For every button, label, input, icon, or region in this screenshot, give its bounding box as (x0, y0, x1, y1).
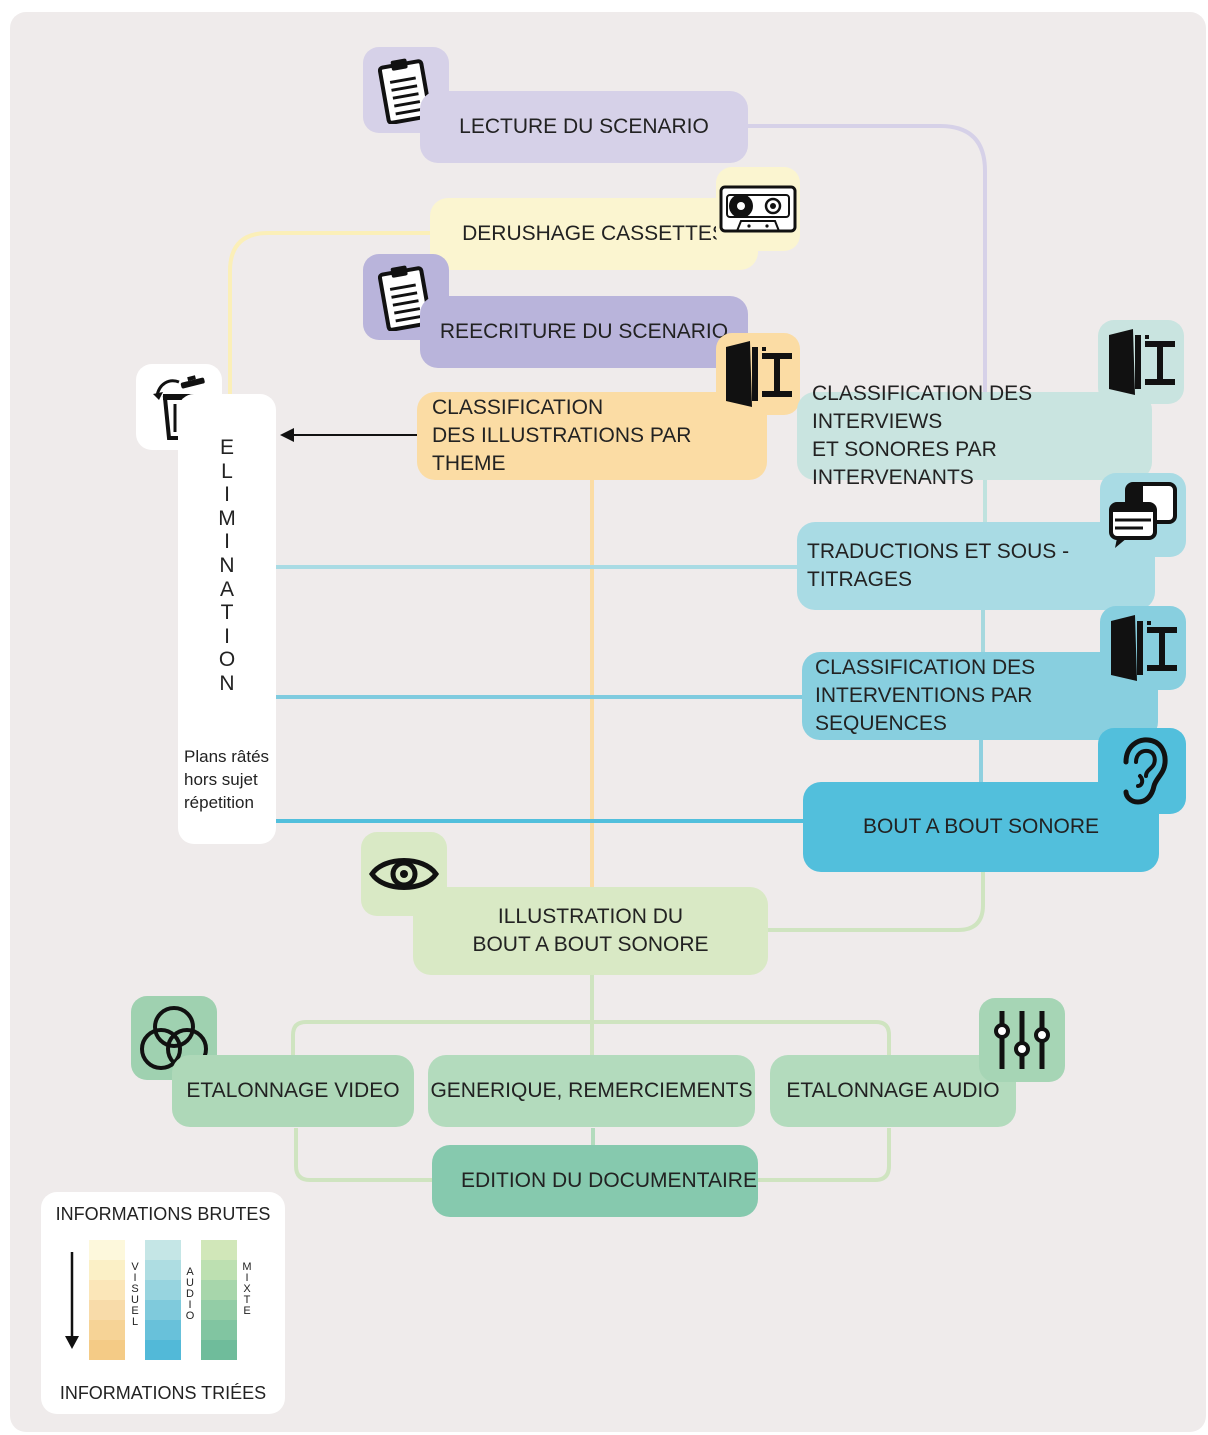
connector-lecture (745, 124, 987, 395)
legend-swatch (145, 1240, 181, 1260)
elimination-letter: N (219, 553, 235, 577)
illustration-icon-tab (361, 832, 447, 916)
derushage-icon-tab (716, 167, 800, 251)
classification-interviews-box: CLASSIFICATION DES INTERVIEWS ET SONORES… (797, 382, 1152, 489)
derushage-label: DERUSHAGE CASSETTES (462, 222, 726, 245)
legend-swatch (201, 1260, 237, 1280)
classification-sequences-icon-tab (1100, 606, 1186, 690)
etalonnage-audio-box: ETALONNAGE AUDIO (770, 1055, 1016, 1127)
derushage-box: DERUSHAGE CASSETTES (430, 198, 758, 270)
traductions-box: TRADUCTIONS ET SOUS - TITRAGES (797, 522, 1155, 610)
classification-illustrations-label: CLASSIFICATION DES ILLUSTRATIONS PAR THE… (432, 396, 692, 475)
classification-interviews-label: CLASSIFICATION DES INTERVIEWS ET SONORES… (812, 382, 1033, 489)
elimination-letter: N (219, 671, 235, 695)
legend-swatch (145, 1340, 181, 1360)
film-splicer-icon (726, 341, 792, 407)
arrowhead-left (280, 428, 294, 442)
legend-swatch (201, 1240, 237, 1260)
arrow-down-icon (65, 1252, 79, 1349)
etalonnage-audio-icon-tab (979, 998, 1065, 1082)
legend-bottom-label: INFORMATIONS TRIÉES (59, 1383, 267, 1403)
film-splicer-icon (1109, 329, 1175, 395)
legend-swatch (89, 1280, 125, 1300)
reecriture-scenario-label: REECRITURE DU SCENARIO (439, 320, 729, 343)
elimination-letter: L (221, 459, 233, 483)
elimination-panel (178, 394, 276, 844)
etalonnage-audio-label: ETALONNAGE AUDIO (786, 1079, 1000, 1102)
legend-swatch (145, 1320, 181, 1340)
elimination-letter: I (224, 483, 230, 507)
illustration-label: ILLUSTRATION DU BOUT A BOUT SONORE (472, 905, 709, 956)
legend-swatch (145, 1280, 181, 1300)
legend-swatch (201, 1280, 237, 1300)
etalonnage-video-box: ETALONNAGE VIDEO (172, 1055, 414, 1127)
legend-swatch (89, 1320, 125, 1340)
connector-bottom-bracket (294, 1128, 891, 1182)
speech-bubbles-icon (1109, 482, 1177, 548)
classification-sequences-label: CLASSIFICATION DES INTERVENTIONS PAR SEQ… (815, 656, 1036, 735)
clipboard-icon (378, 265, 433, 331)
bout-a-bout-label: BOUT A BOUT SONORE (862, 815, 1100, 838)
connector-derushage-elimination (228, 231, 432, 395)
illustration-box: ILLUSTRATION DU BOUT A BOUT SONORE (413, 887, 768, 975)
elimination-notes: Plans râtés hors sujet répetition (184, 747, 270, 812)
elimination-letter: I (224, 530, 230, 554)
etalonnage-video-label: ETALONNAGE VIDEO (186, 1079, 400, 1102)
traductions-label: TRADUCTIONS ET SOUS - TITRAGES (807, 540, 1070, 591)
elimination-letter: I (224, 624, 230, 648)
classification-illustrations-icon-tab (716, 333, 800, 415)
legend-scale-audio (145, 1240, 181, 1360)
traductions-icon-tab (1100, 473, 1186, 557)
classification-sequences-box: CLASSIFICATION DES INTERVENTIONS PAR SEQ… (802, 652, 1158, 740)
connector-top-bracket (291, 1020, 891, 1058)
elimination-letter: M (218, 506, 236, 530)
legend-swatch (89, 1340, 125, 1360)
classification-interviews-icon-tab (1098, 320, 1184, 404)
legend-swatch (201, 1300, 237, 1320)
clipboard-icon (378, 58, 433, 124)
generique-box: GENERIQUE, REMERCIEMENTS (428, 1055, 755, 1127)
cassette-icon (719, 185, 797, 233)
legend-swatch (89, 1260, 125, 1280)
ear-icon (1123, 737, 1168, 805)
elimination-letter: E (219, 436, 234, 459)
classification-illustrations-box: CLASSIFICATION DES ILLUSTRATIONS PAR THE… (417, 392, 767, 480)
legend-swatch (145, 1260, 181, 1280)
film-splicer-icon (1111, 615, 1177, 681)
legend-swatch (89, 1300, 125, 1320)
lecture-scenario-box: LECTURE DU SCENARIO (420, 91, 748, 163)
legend-swatch (201, 1340, 237, 1360)
edition-documentaire-label: EDITION DU DOCUMENTAIRE (461, 1169, 757, 1192)
legend-swatch (201, 1320, 237, 1340)
elimination-letter: O (218, 648, 236, 672)
elimination-letter: A (219, 577, 234, 601)
bout-a-bout-icon-tab (1098, 728, 1186, 814)
legend-swatch (89, 1240, 125, 1260)
lecture-scenario-label: LECTURE DU SCENARIO (459, 115, 709, 138)
elimination-letter: T (220, 601, 234, 625)
sliders-icon (994, 1011, 1050, 1069)
connector-bout-illustration (765, 870, 985, 932)
reecriture-scenario-box: REECRITURE DU SCENARIO (420, 296, 748, 368)
eye-icon (368, 858, 440, 890)
legend-top-label: INFORMATIONS BRUTES (55, 1204, 271, 1224)
legend-scale-visuel (89, 1240, 125, 1360)
legend-swatch (145, 1300, 181, 1320)
edition-documentaire-box: EDITION DU DOCUMENTAIRE (432, 1145, 758, 1217)
legend-scale-mixte (201, 1240, 237, 1360)
generique-label: GENERIQUE, REMERCIEMENTS (430, 1079, 753, 1102)
